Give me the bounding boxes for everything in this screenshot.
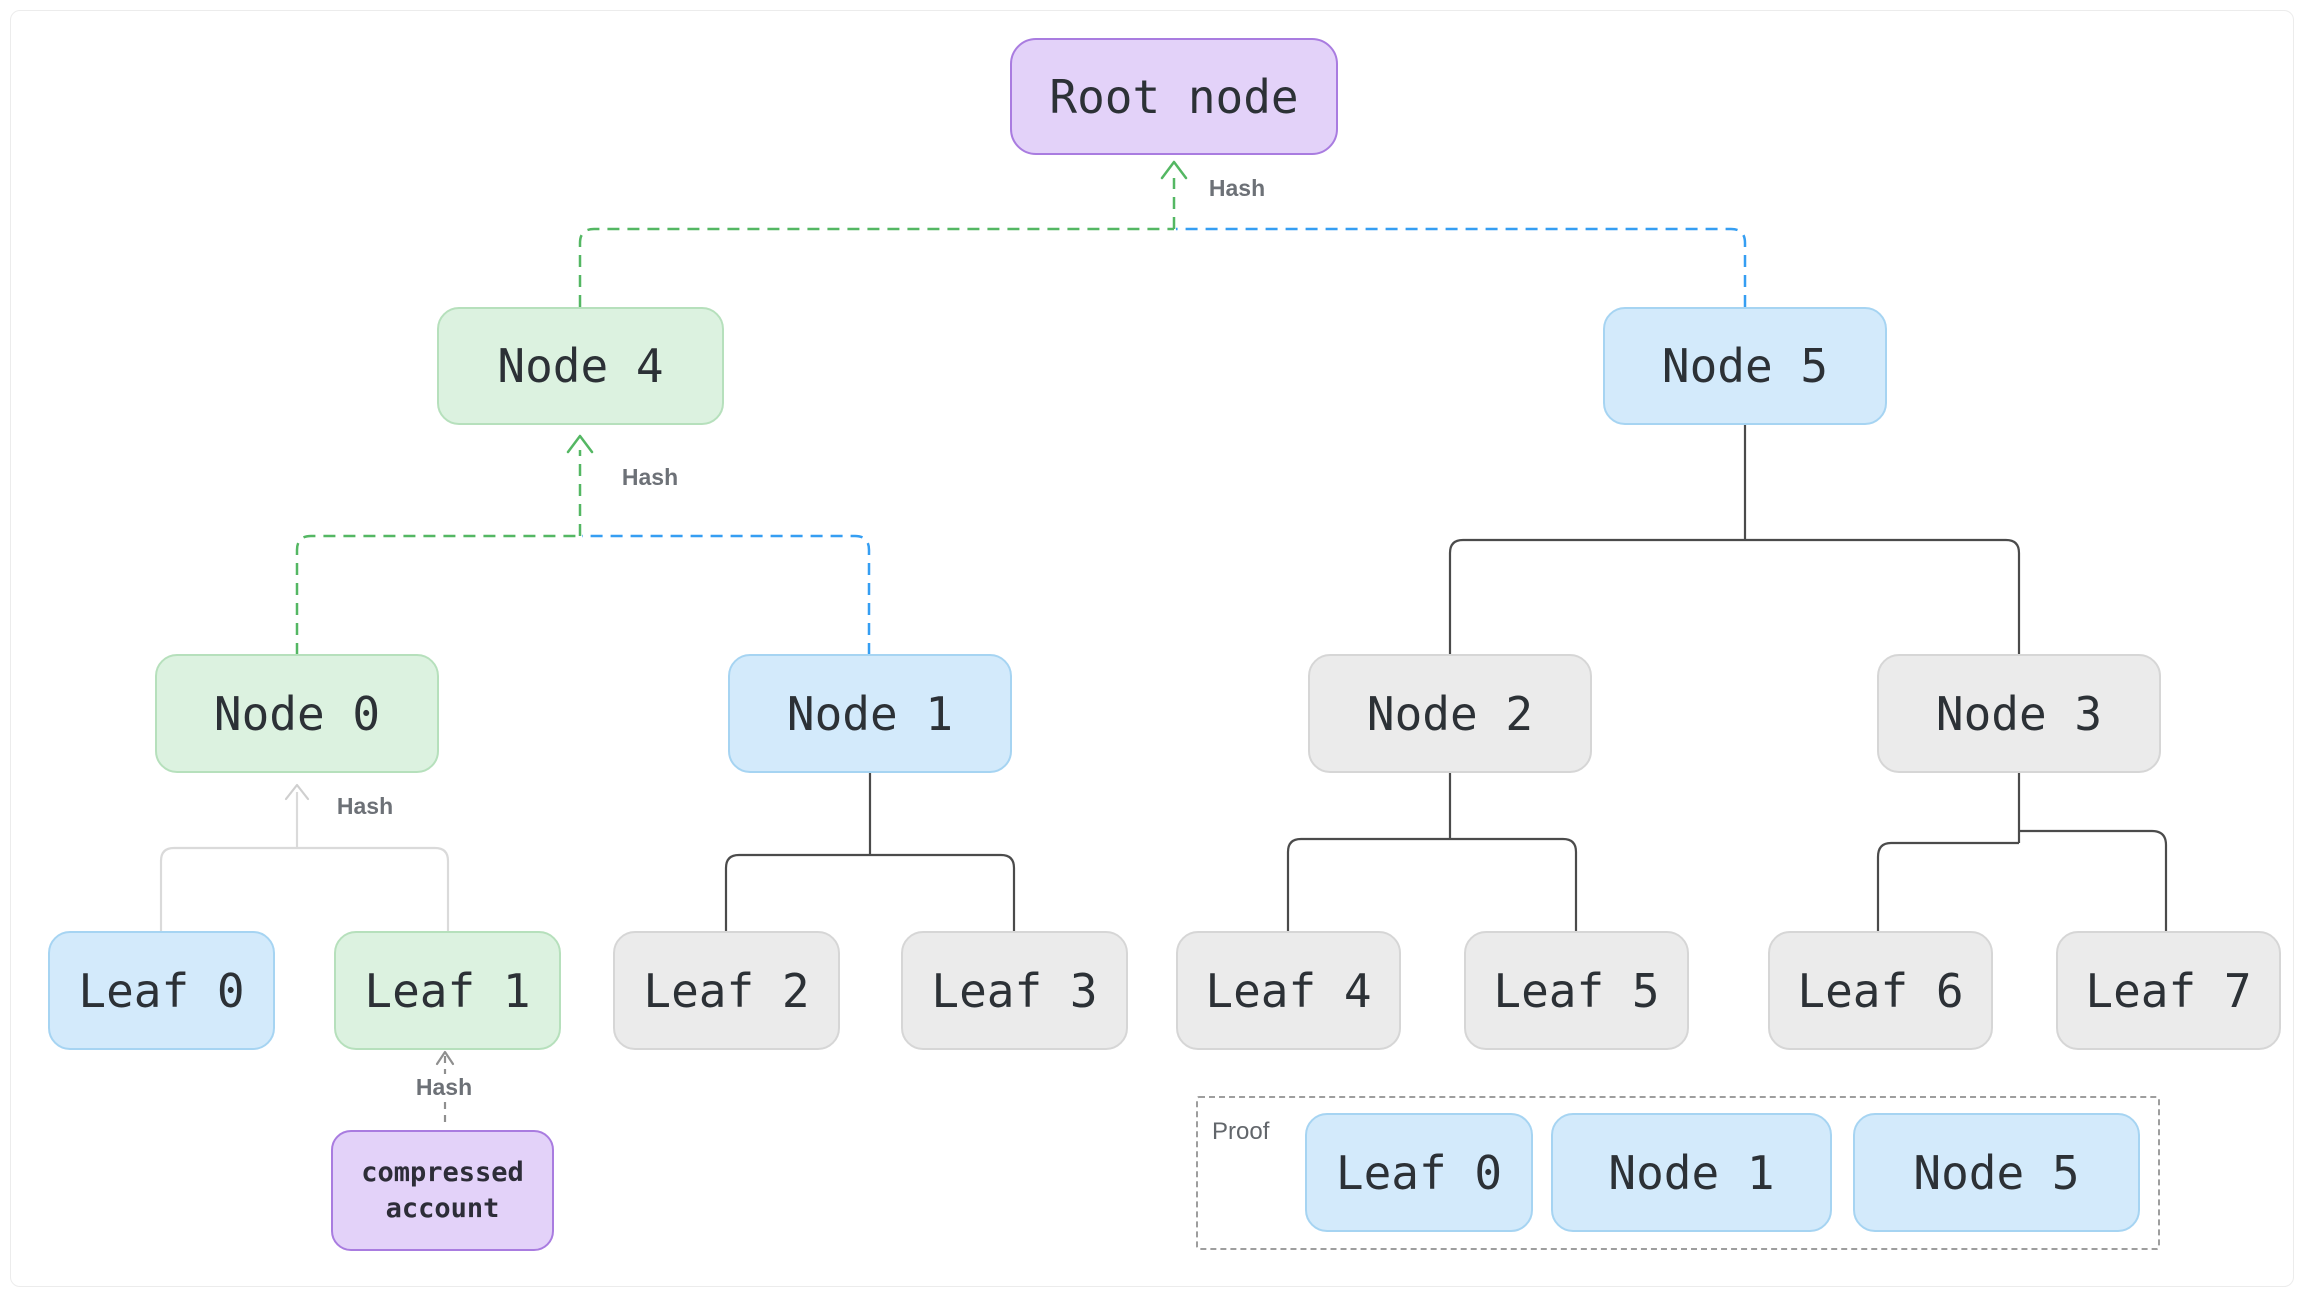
edge-node3-to-leaf7 xyxy=(2019,829,2168,931)
edge-node1-to-node4 xyxy=(582,534,871,655)
leaf-5: Leaf 5 xyxy=(1464,931,1689,1050)
edge-leaf2-leaf3-branch xyxy=(724,853,1016,931)
edge-node4-to-root xyxy=(578,227,1174,307)
hash-label-leaf1: Hash xyxy=(415,1074,473,1100)
leaf-0: Leaf 0 xyxy=(48,931,275,1050)
hash-label-node0: Hash xyxy=(336,793,394,819)
hash-label-root: Hash xyxy=(1208,175,1266,201)
node-2: Node 2 xyxy=(1308,654,1592,773)
leaf-3: Leaf 3 xyxy=(901,931,1128,1050)
proof-item-node-1: Node 1 xyxy=(1551,1113,1832,1232)
arrowhead-node0 xyxy=(284,783,310,801)
node-0: Node 0 xyxy=(155,654,439,773)
compressed-account-line1: compressed xyxy=(361,1156,524,1188)
root-node: Root node xyxy=(1010,38,1338,155)
edge-leaf4-leaf5-branch xyxy=(1286,837,1578,931)
node-1: Node 1 xyxy=(728,654,1012,773)
compressed-account: compressed account xyxy=(331,1130,554,1251)
node-4: Node 4 xyxy=(437,307,724,425)
proof-item-leaf-0: Leaf 0 xyxy=(1305,1113,1533,1232)
edge-node2-node3-branch xyxy=(1448,538,2021,654)
proof-container xyxy=(1196,1096,2160,1250)
edge-node3-to-leaf6 xyxy=(1876,841,2019,931)
arrowhead-leaf1 xyxy=(435,1050,455,1066)
node-5: Node 5 xyxy=(1603,307,1887,425)
edge-node0-to-node4 xyxy=(295,534,580,655)
leaf-2: Leaf 2 xyxy=(613,931,840,1050)
leaf-1: Leaf 1 xyxy=(334,931,561,1050)
leaf-6: Leaf 6 xyxy=(1768,931,1993,1050)
compressed-account-line2: account xyxy=(385,1192,500,1224)
edge-node5-to-root xyxy=(1176,227,1747,307)
leaf-7: Leaf 7 xyxy=(2056,931,2281,1050)
leaf-4: Leaf 4 xyxy=(1176,931,1401,1050)
node-3: Node 3 xyxy=(1877,654,2161,773)
hash-label-node4: Hash xyxy=(621,464,679,490)
arrowhead-node4 xyxy=(566,434,594,454)
proof-label: Proof xyxy=(1212,1118,1270,1145)
arrowhead-root xyxy=(1160,160,1188,180)
proof-item-node-5: Node 5 xyxy=(1853,1113,2140,1232)
edge-leaf0-leaf1-branch xyxy=(159,846,450,931)
